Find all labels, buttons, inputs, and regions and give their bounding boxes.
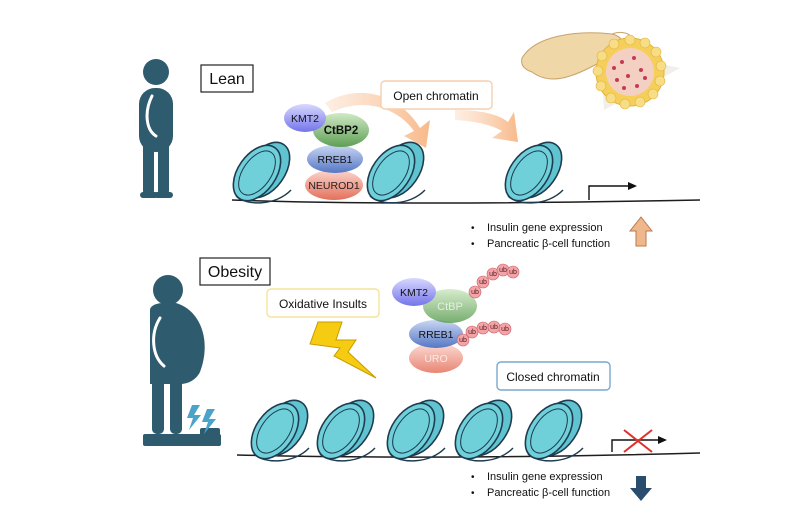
pancreatic-islet-icon bbox=[592, 34, 667, 110]
ubiquitin-tag: ub bbox=[459, 337, 467, 344]
kmt2-label: KMT2 bbox=[291, 113, 319, 125]
lean-dna-strand bbox=[231, 199, 701, 204]
open-chromatin-arrow-1 bbox=[325, 92, 430, 148]
ctbp2-label: CtBP bbox=[437, 301, 463, 313]
ctbp2-protein bbox=[313, 113, 369, 147]
neurod1-label: URO bbox=[424, 353, 447, 365]
scale-alert-icon bbox=[187, 405, 216, 434]
neurod1-protein bbox=[305, 170, 363, 200]
open-chromatin-label: Open chromatin bbox=[393, 89, 478, 103]
oxidative-insults-label: Oxidative Insults bbox=[279, 297, 367, 311]
ubiquitin-tag: ub bbox=[468, 329, 476, 336]
ubiquitin-tag: ub bbox=[499, 267, 507, 274]
blocked-x-icon bbox=[623, 429, 653, 453]
obesity-label: Obesity bbox=[208, 264, 262, 281]
svg-text:•: • bbox=[471, 472, 475, 483]
obesity-outcome-item: Insulin gene expression bbox=[487, 471, 603, 483]
ubiquitin-tag: ub bbox=[501, 326, 509, 333]
rreb1-protein bbox=[409, 320, 463, 348]
nucleosome-icon bbox=[494, 132, 573, 211]
svg-text:•: • bbox=[471, 239, 475, 250]
ubiquitin-tag: ub bbox=[489, 271, 497, 278]
transcription-start-arrow bbox=[611, 439, 658, 452]
lean-outcome-item: Insulin gene expression bbox=[487, 222, 603, 234]
lean-protein-complex: NEUROD1 RREB1 CtBP2 KMT2 bbox=[284, 104, 369, 200]
neurod1-protein bbox=[409, 343, 463, 373]
lean-label: Lean bbox=[209, 71, 245, 88]
kmt2-protein bbox=[284, 104, 326, 132]
svg-text:•: • bbox=[471, 223, 475, 234]
arrowhead-icon bbox=[628, 182, 637, 190]
obesity-outcome-item: Pancreatic β-cell function bbox=[487, 487, 610, 499]
ubiquitin-tag: ub bbox=[471, 289, 479, 296]
obesity-outcomes: • Insulin gene expression • Pancreatic β… bbox=[471, 471, 610, 499]
obese-person-icon bbox=[150, 275, 205, 434]
svg-text:•: • bbox=[471, 488, 475, 499]
closed-chromatin-label: Closed chromatin bbox=[506, 370, 599, 384]
obesity-protein-complex: URO RREB1 CtBP KMT2 bbox=[392, 278, 477, 373]
rreb1-protein bbox=[307, 145, 363, 173]
ctbp2-label: CtBP2 bbox=[324, 125, 359, 137]
down-arrow-icon bbox=[630, 476, 652, 501]
ubiquitin-chain-neurod1: ub ub ub ub ub bbox=[456, 320, 512, 347]
lightning-icon bbox=[309, 321, 377, 379]
lean-outcomes: • Insulin gene expression • Pancreatic β… bbox=[471, 222, 610, 250]
open-chromatin-box bbox=[380, 80, 493, 110]
ubiquitin-tag: ub bbox=[479, 279, 487, 286]
kmt2-protein bbox=[392, 278, 436, 306]
lean-person-icon bbox=[139, 59, 173, 198]
ubiquitin-tag: ub bbox=[509, 269, 517, 276]
up-arrow-icon bbox=[628, 216, 654, 247]
open-chromatin-arrow-2 bbox=[455, 110, 518, 142]
obesity-label-box bbox=[199, 257, 271, 286]
ctbp2-protein bbox=[423, 289, 477, 323]
lean-outcome-item: Pancreatic β-cell function bbox=[487, 238, 610, 250]
rreb1-label: RREB1 bbox=[317, 154, 352, 166]
nucleosome-icon bbox=[222, 132, 301, 211]
transcription-start-arrow bbox=[588, 185, 628, 200]
scale-icon bbox=[143, 434, 221, 446]
ubiquitin-tag: ub bbox=[490, 324, 498, 331]
lean-label-box bbox=[200, 64, 254, 93]
nucleosome-icon bbox=[376, 390, 455, 469]
closed-chromatin-box bbox=[496, 361, 611, 391]
obesity-panel: Obesity Oxidative Insults Closed chromat… bbox=[143, 257, 701, 501]
arrowhead-icon bbox=[658, 436, 667, 444]
rreb1-label: RREB1 bbox=[418, 329, 453, 341]
kmt2-label: KMT2 bbox=[400, 287, 428, 299]
obesity-dna-strand bbox=[236, 452, 701, 458]
oxidative-insults-box bbox=[266, 288, 380, 318]
ubiquitin-chain-ctbp: ub ub ub ub ub bbox=[468, 263, 520, 299]
lean-panel: Lean Open chromatin NEUROD1 RREB1 CtBP2 … bbox=[139, 32, 701, 250]
ubiquitin-tag: ub bbox=[479, 325, 487, 332]
neurod1-label: NEUROD1 bbox=[308, 180, 360, 192]
